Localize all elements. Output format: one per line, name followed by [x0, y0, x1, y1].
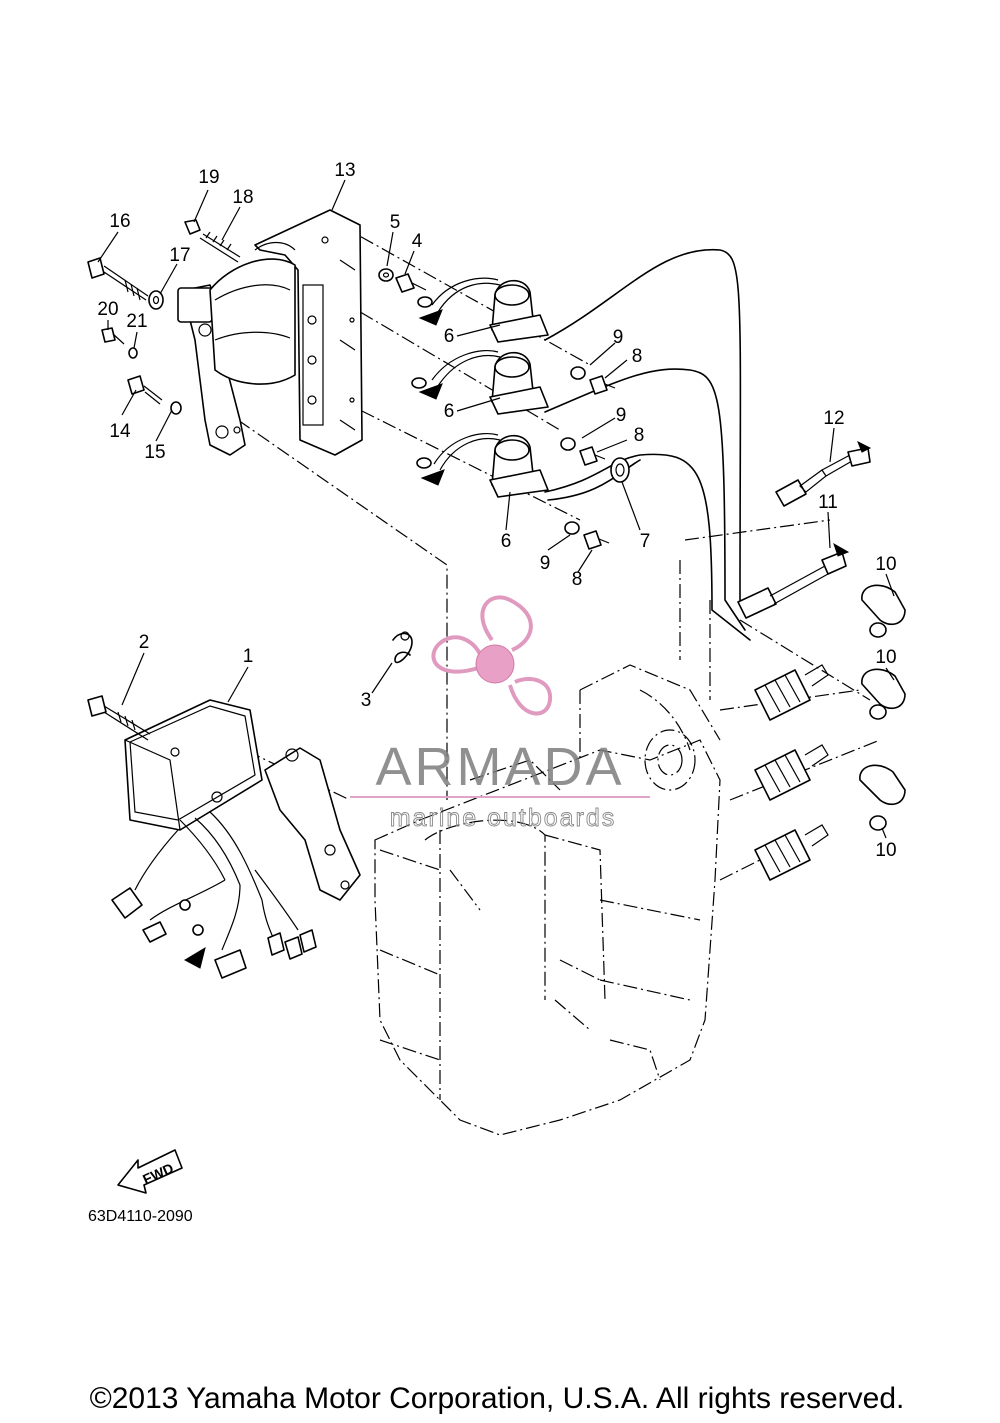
- wire-clip: [392, 631, 413, 664]
- callout-4: 4: [412, 231, 423, 252]
- callout-6a: 6: [444, 326, 455, 347]
- callout-13: 13: [334, 160, 355, 181]
- cdi-unit: [111, 699, 317, 979]
- callout-8a: 8: [632, 346, 643, 367]
- spark-plug-2: [754, 744, 829, 801]
- callout-10a: 10: [875, 554, 896, 575]
- callout-16: 16: [109, 211, 130, 232]
- armada-watermark: ARMADA marine outboards: [350, 595, 650, 832]
- cdi-mount-bolt: [87, 695, 151, 741]
- wire-grommet: [610, 457, 630, 483]
- spark-plug-cap-2: [861, 668, 906, 720]
- ignition-wires: [544, 248, 751, 641]
- callout-10b: 10: [875, 647, 896, 668]
- callout-17: 17: [169, 245, 190, 266]
- spark-plug-cap-1: [861, 584, 906, 638]
- callout-5: 5: [390, 212, 401, 233]
- callout-18: 18: [232, 187, 253, 208]
- watermark-title: ARMADA: [375, 737, 624, 797]
- diagram-code: 63D4110-2090: [88, 1208, 193, 1225]
- callout-1: 1: [243, 646, 254, 667]
- fasteners-left: [87, 219, 241, 415]
- spark-plug-cap-3: [859, 764, 906, 831]
- coil-bracket-arm: [177, 241, 296, 456]
- coil-mount-screw-top: [378, 268, 427, 293]
- callout-8c: 8: [572, 569, 583, 590]
- spark-plug-3: [754, 824, 829, 881]
- callout-15: 15: [144, 442, 165, 463]
- engine-block: [374, 664, 721, 1136]
- callout-14: 14: [109, 421, 131, 442]
- leader-lines: [97, 179, 895, 839]
- ignition-coil-3: [416, 433, 549, 498]
- propeller-logo: [431, 595, 553, 716]
- callout-10c: 10: [875, 840, 896, 861]
- copyright-notice: ©2013 Yamaha Motor Corporation, U.S.A. A…: [90, 1382, 905, 1415]
- callout-20: 20: [97, 299, 118, 320]
- ignition-coil-1: [417, 277, 549, 343]
- coil-bracket-plate: [254, 209, 363, 456]
- callout-11: 11: [818, 492, 838, 513]
- callout-labels: 1 2 3 4 5 6 6 6 7 8 8 8 9 9 9 10 10 10 1…: [97, 160, 896, 861]
- cdi-bracket: [264, 747, 361, 901]
- ignition-coil-2: [411, 350, 549, 415]
- coil-screws-washers: [560, 366, 616, 550]
- fwd-arrow: FWD: [117, 1149, 183, 1194]
- callout-12: 12: [823, 408, 844, 429]
- callout-9a: 9: [613, 327, 624, 348]
- sensor-part-11: [737, 542, 850, 619]
- callout-9b: 9: [616, 405, 627, 426]
- spark-plug-1: [754, 664, 829, 721]
- callout-8b: 8: [634, 425, 645, 446]
- callout-7: 7: [640, 531, 651, 552]
- callout-6c: 6: [501, 531, 512, 552]
- watermark-subtitle: marine outboards: [390, 804, 617, 832]
- callout-21: 21: [126, 311, 147, 332]
- callout-3: 3: [361, 690, 372, 711]
- callout-2: 2: [139, 632, 150, 653]
- callout-9c: 9: [540, 553, 551, 574]
- callout-6b: 6: [444, 401, 455, 422]
- sensor-part-12: [775, 440, 872, 507]
- callout-19: 19: [198, 167, 219, 188]
